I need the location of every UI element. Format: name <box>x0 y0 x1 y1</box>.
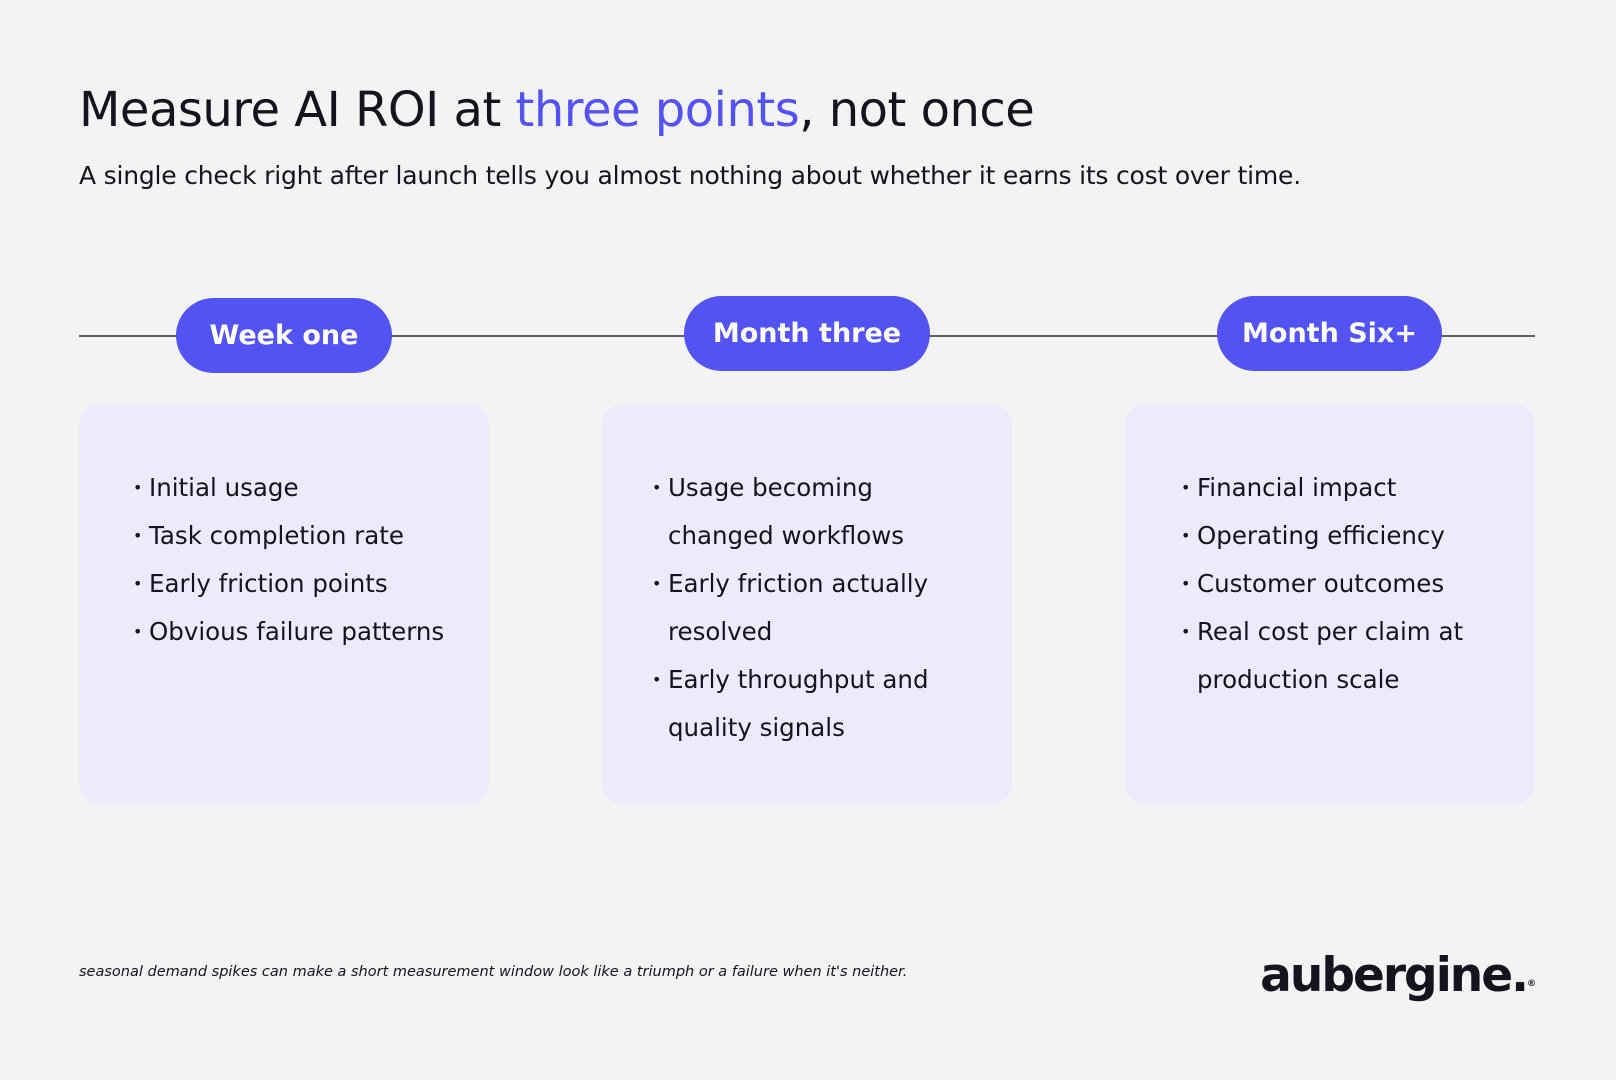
footnote: seasonal demand spikes can make a short … <box>79 964 908 980</box>
list-item: Early throughput and <box>652 656 1002 704</box>
stage-pill-week-one: Week one <box>176 298 392 373</box>
title-lead: Measure AI ROI at <box>79 82 516 138</box>
page-subtitle: A single check right after launch tells … <box>79 161 1301 190</box>
stage-card-week-one: Initial usage Task completion rate Early… <box>79 404 489 804</box>
page-title: Measure AI ROI at three points, not once <box>79 76 1035 144</box>
stage-pill-month-three: Month three <box>684 296 930 371</box>
list-item: Initial usage <box>133 464 479 512</box>
title-tail: , not once <box>799 82 1035 138</box>
brand-logo: aubergine.® <box>1260 946 1536 1006</box>
list-item-continuation: resolved <box>668 617 773 646</box>
stage-list-month-three: Usage becoming changed workflows Early f… <box>652 464 1002 752</box>
list-item-continuation: changed workflows <box>668 521 905 550</box>
list-item-continuation: production scale <box>1197 665 1400 694</box>
stage-list-week-one: Initial usage Task completion rate Early… <box>133 464 479 656</box>
list-item: Operating efficiency <box>1181 512 1525 560</box>
stage-list-month-six: Financial impact Operating efficiency Cu… <box>1181 464 1525 704</box>
stage-pill-month-six: Month Six+ <box>1217 296 1442 371</box>
list-item: Usage becoming <box>652 464 1002 512</box>
list-item: Customer outcomes <box>1181 560 1525 608</box>
list-item: Early friction actually <box>652 560 1002 608</box>
list-item: Early friction points <box>133 560 479 608</box>
list-item: Task completion rate <box>133 512 479 560</box>
list-item: Real cost per claim at <box>1181 608 1525 656</box>
list-item: Obvious failure patterns <box>133 608 479 656</box>
stage-card-month-three: Usage becoming changed workflows Early f… <box>602 404 1012 804</box>
title-highlight: three points <box>515 82 800 138</box>
list-item: Financial impact <box>1181 464 1525 512</box>
registered-mark: ® <box>1527 979 1536 989</box>
brand-logo-text: aubergine. <box>1260 948 1529 1003</box>
stage-card-month-six: Financial impact Operating efficiency Cu… <box>1125 404 1535 804</box>
list-item-continuation: quality signals <box>668 713 845 742</box>
